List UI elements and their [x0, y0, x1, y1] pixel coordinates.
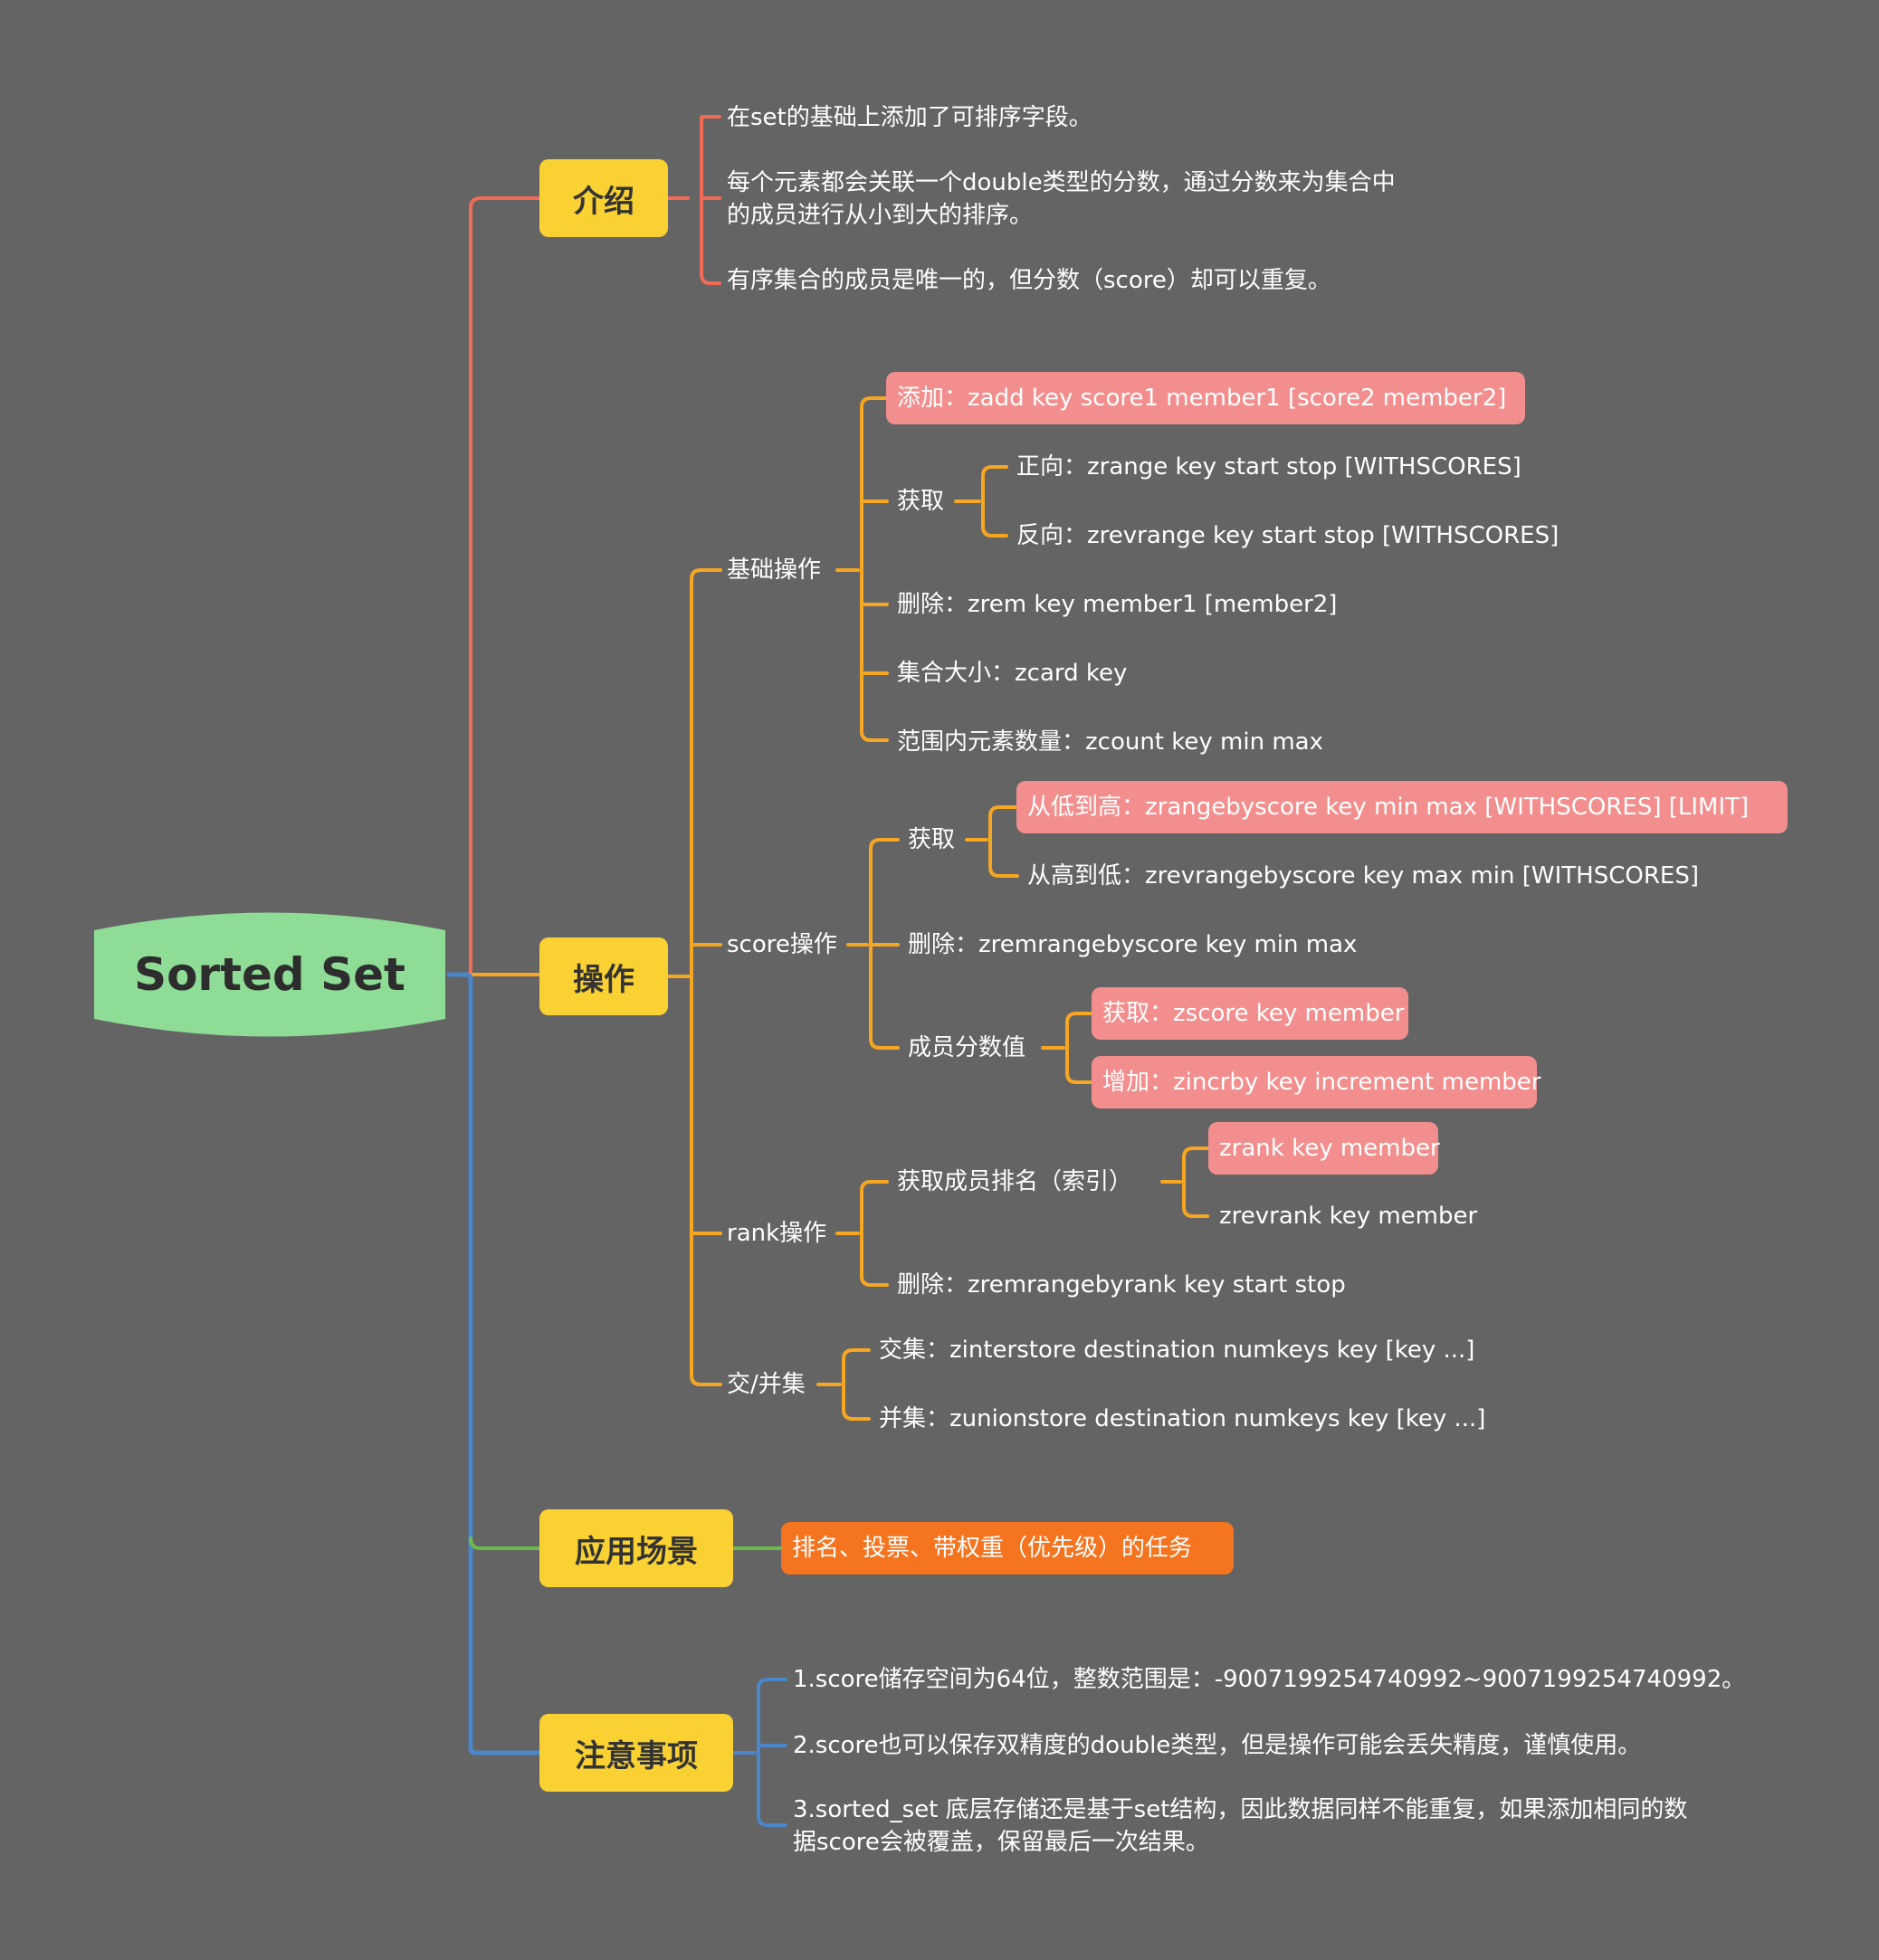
set-ops-label: 交/并集	[727, 1371, 806, 1398]
score-get-high-low: 从高到低：zrevrangebyscore key max min [WITHS…	[1027, 862, 1699, 890]
intro-item: 在set的基础上添加了可排序字段。	[727, 104, 1092, 131]
basic-add-command: 添加：zadd key score1 member1 [score2 membe…	[886, 372, 1525, 424]
basic-delete: 删除：zrem key member1 [member2]	[897, 591, 1338, 618]
score-member-get: 获取：zscore key member	[1092, 987, 1408, 1040]
score-member-incr: 增加：zincrby key increment member	[1092, 1056, 1540, 1108]
basic-ops-label: 基础操作	[727, 557, 822, 584]
score-get-label: 获取	[908, 826, 956, 853]
score-delete: 删除：zremrangebyscore key min max	[908, 931, 1358, 958]
score-ops-label: score操作	[727, 931, 837, 958]
basic-count: 范围内元素数量：zcount key min max	[897, 728, 1323, 756]
basic-size: 集合大小：zcard key	[897, 660, 1128, 687]
category-operations: 操作	[539, 937, 668, 1015]
rank-delete: 删除：zremrangebyrank key start stop	[897, 1271, 1346, 1299]
set-intersection: 交集：zinterstore destination numkeys key […	[879, 1337, 1475, 1364]
set-union: 并集：zunionstore destination numkeys key […	[879, 1405, 1486, 1432]
root-node: Sorted Set	[91, 908, 449, 1042]
rank-ops-label: rank操作	[727, 1220, 827, 1247]
score-get-low-high: 从低到高：zrangebyscore key min max [WITHSCOR…	[1016, 781, 1788, 833]
rank-get-label: 获取成员排名（索引）	[897, 1168, 1133, 1195]
scenario-item: 排名、投票、带权重（优先级）的任务	[781, 1522, 1234, 1575]
category-intro: 介绍	[539, 159, 668, 237]
basic-get-forward: 正向：zrange key start stop [WITHSCORES]	[1016, 453, 1521, 480]
intro-item: 每个元素都会关联一个double类型的分数，通过分数来为集合中 的成员进行从小到…	[727, 169, 1396, 229]
note-item: 2.score也可以保存双精度的double类型，但是操作可能会丢失精度，谨慎使…	[793, 1732, 1642, 1759]
category-scenarios: 应用场景	[539, 1509, 733, 1587]
rank-get-zrevrank: zrevrank key member	[1219, 1203, 1478, 1230]
basic-get-label: 获取	[897, 488, 945, 515]
category-notes: 注意事项	[539, 1714, 733, 1792]
root-shape	[94, 912, 445, 1037]
score-member-label: 成员分数值	[908, 1034, 1026, 1061]
rank-get-zrank: zrank key member	[1208, 1122, 1440, 1175]
intro-item: 有序集合的成员是唯一的，但分数（score）却可以重复。	[727, 267, 1331, 294]
root-title: Sorted Set	[134, 948, 405, 1001]
note-item: 3.sorted_set 底层存储还是基于set结构，因此数据同样不能重复，如果…	[793, 1796, 1688, 1856]
note-item: 1.score储存空间为64位，整数范围是：-9007199254740992~…	[793, 1666, 1746, 1693]
basic-get-reverse: 反向：zrevrange key start stop [WITHSCORES]	[1016, 522, 1559, 549]
